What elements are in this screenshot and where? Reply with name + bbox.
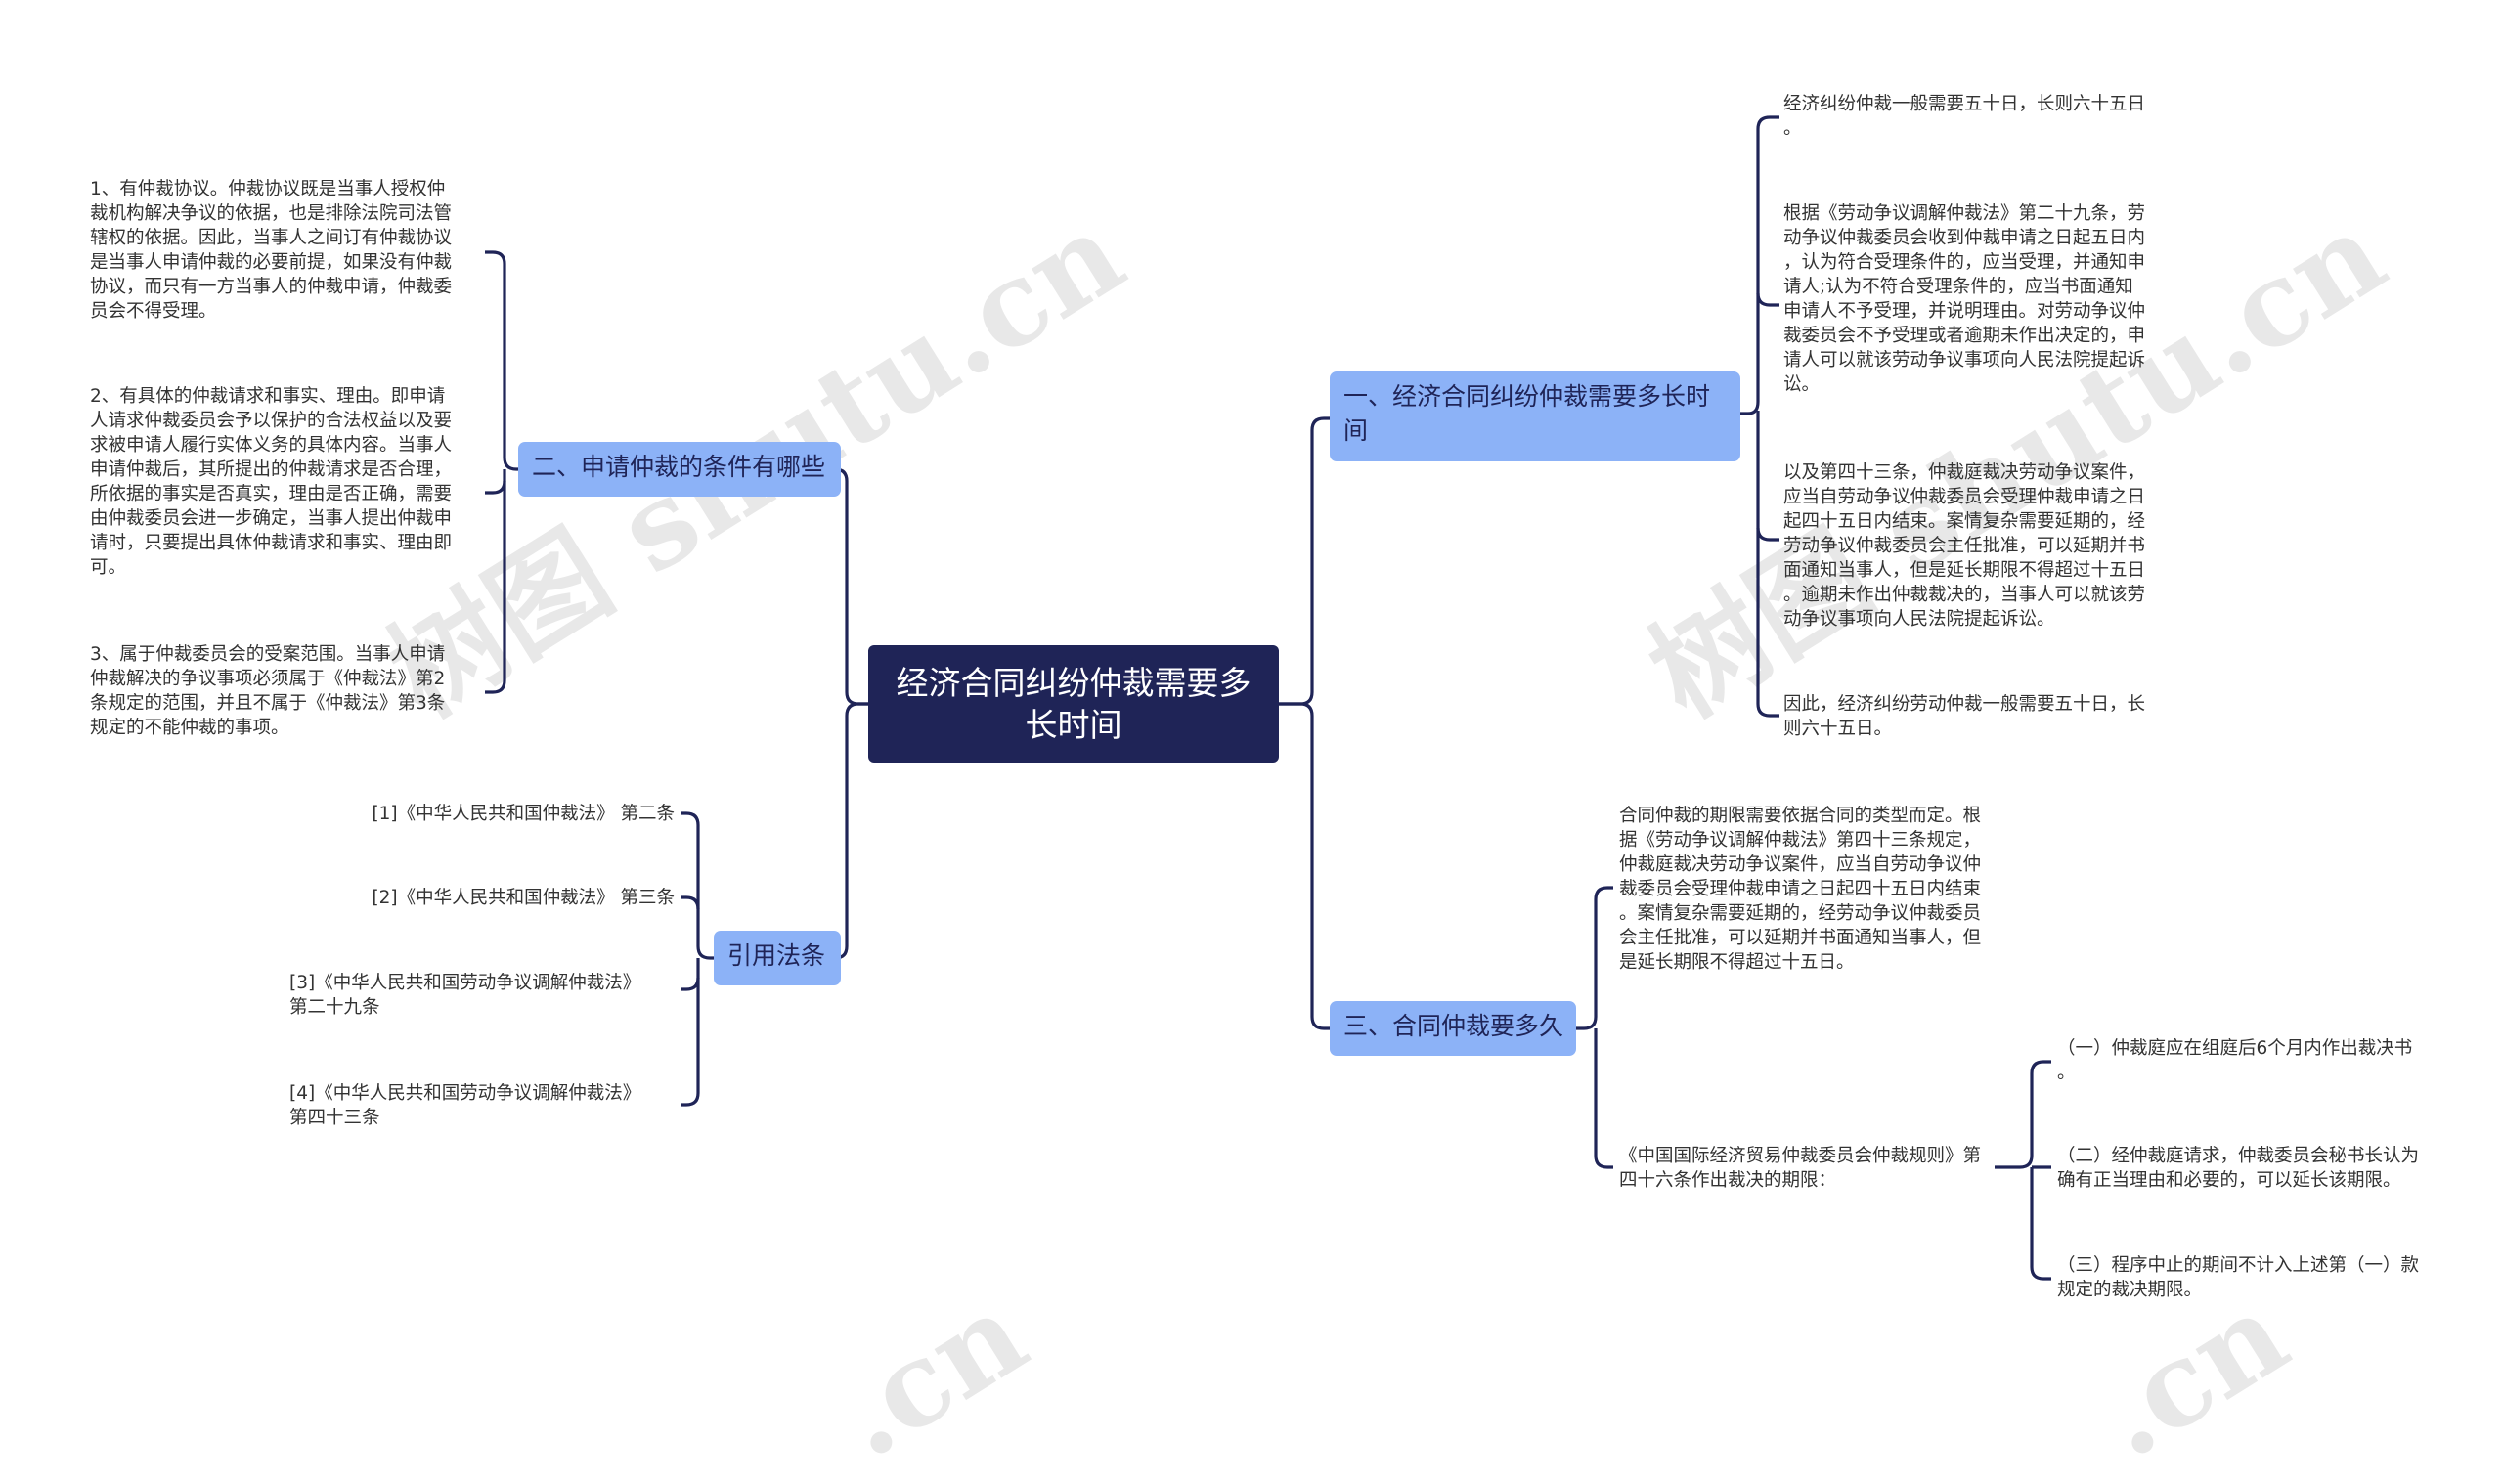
branch-topic-4[interactable]: 引用法条 [714,931,841,985]
leaf-b4-2[interactable]: [2]《中华人民共和国仲裁法》 第三条 [372,888,675,908]
leaf-b4-4[interactable]: [4]《中华人民共和国劳动争议调解仲裁法》 第四十三条 [289,1083,641,1128]
leaf-b3-1[interactable]: 合同仲裁的期限需要依据合同的类型而定。根 据《劳动争议调解仲裁法》第四十三条规定… [1619,806,1982,973]
connector-b4-leaves [681,811,714,960]
connector-b2-leaves [485,250,518,471]
connector-root-b1 [1279,416,1330,706]
leaf-b3-2[interactable]: 《中国国际经济贸易仲裁委员会仲裁规则》第 四十六条作出裁决的期限： [1619,1146,1982,1191]
connector-b3-subleaves [1995,1060,2051,1169]
subleaf-b3-2[interactable]: （二）经仲裁庭请求，仲裁委员会秘书长认为 确有正当理由和必要的，可以延长该期限。 [2057,1146,2420,1191]
subleaf-b3-1[interactable]: （一）仲裁庭应在组庭后6个月内作出裁决书 。 [2057,1038,2413,1083]
leaf-b4-1[interactable]: [1]《中华人民共和国仲裁法》 第二条 [372,804,675,824]
connector-b1-leaves [1740,115,1779,415]
branch-topic-3[interactable]: 三、合同仲裁要多久 [1330,1001,1576,1056]
connector-root-b2 [834,467,868,706]
leaf-b1-1[interactable]: 经济纠纷仲裁一般需要五十日，长则六十五日 。 [1783,94,2146,139]
leaf-b4-3[interactable]: [3]《中华人民共和国劳动争议调解仲裁法》 第二十九条 [289,973,641,1018]
leaf-b2-2[interactable]: 2、有具体的仲裁请求和事实、理由。即申请 人请求仲裁委员会予以保护的合法权益以及… [90,386,453,578]
mindmap-canvas: 树图 shutu.cn 树图 shutu.cn .cn .cn 经济合同纠纷 [90,94,2420,1484]
leaf-b1-2[interactable]: 根据《劳动争议调解仲裁法》第二十九条，劳 动争议仲裁委员会收到仲裁申请之日起五日… [1783,203,2146,395]
branch-topic-2[interactable]: 二、申请仲裁的条件有哪些 [518,442,841,497]
connector-root-b3 [1279,702,1330,1030]
leaf-b1-4[interactable]: 因此，经济纠纷劳动仲裁一般需要五十日，长 则六十五日。 [1783,694,2146,739]
branch-topic-1[interactable]: 一、经济合同纠纷仲裁需要多长时 间 [1330,371,1740,461]
leaf-b2-1[interactable]: 1、有仲裁协议。仲裁协议既是当事人授权仲 裁机构解决争议的依据，也是排除法院司法… [90,179,453,322]
connector-lines [485,115,2051,1281]
connector-b3-leaves [1576,886,1613,1030]
subleaf-b3-3[interactable]: （三）程序中止的期间不计入上述第（一）款 规定的裁决期限。 [2057,1255,2420,1300]
root-topic[interactable]: 经济合同纠纷仲裁需要多长时间 [868,645,1279,763]
connector-root-b4 [834,702,868,960]
leaf-b2-3[interactable]: 3、属于仲裁委员会的受案范围。当事人申请 仲裁解决的争议事项必须属于《仲裁法》第… [90,644,446,738]
leaf-b1-3[interactable]: 以及第四十三条，仲裁庭裁决劳动争议案件， 应当自劳动争议仲裁委员会受理仲裁申请之… [1783,462,2146,630]
